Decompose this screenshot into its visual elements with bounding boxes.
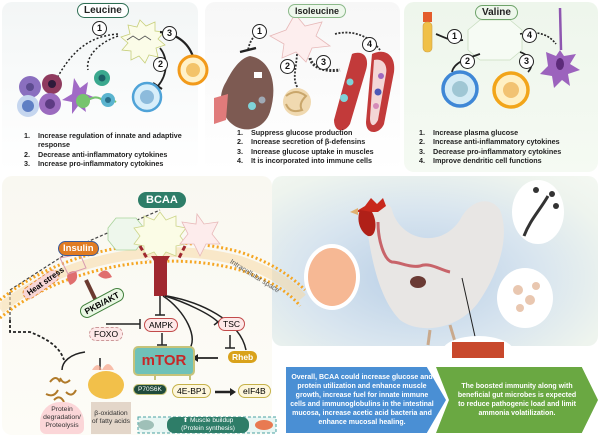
bcaa-molecules — [107, 211, 221, 261]
p70s6k-label: P70S6K — [133, 384, 167, 395]
orange-cell-icon — [177, 54, 209, 86]
liver-icon — [214, 56, 274, 130]
isoleucine-effects-list: 1.Suppress glucose production 2.Increase… — [237, 128, 402, 166]
step-2-badge: 2 — [280, 59, 295, 74]
protein-fragments-icon — [45, 377, 77, 403]
chicken-icon — [350, 198, 504, 351]
isoleucine-arrow-1 — [247, 31, 266, 51]
valine-title: Valine — [475, 5, 518, 20]
list-item: 4.Improve dendritic cell functions — [419, 156, 542, 166]
summary-blue-box: Overall, BCAA could increase glucose and… — [286, 367, 446, 433]
test-tube-icon — [422, 12, 433, 53]
bcaa-label: BCAA — [138, 192, 186, 208]
list-item: 1.Increase plasma glucose — [419, 128, 519, 137]
step-3-badge: 3 — [162, 26, 177, 41]
dendritic-cell-icon — [540, 7, 580, 88]
isoleucine-arrow-4 — [334, 31, 381, 51]
list-item: 4.It is incorporated into immune cells — [237, 156, 373, 166]
step-1-badge: 1 — [92, 21, 107, 36]
isoleucine-arrow-2 — [293, 53, 299, 89]
bcaa-receptor — [154, 256, 167, 296]
step-3-badge: 3 — [316, 55, 331, 70]
rheb-label: Rheb — [228, 351, 258, 363]
fat-cells-icon — [88, 364, 124, 399]
step-1-badge: 1 — [447, 29, 462, 44]
leucine-effects-list: 1.Increase regulation of innate and adap… — [24, 131, 194, 169]
step-2-badge: 2 — [153, 57, 168, 72]
step-2-badge: 2 — [460, 54, 475, 69]
list-item: 3.Increase pro-inflammatory cytokines — [24, 159, 164, 169]
muscle-buildup-label: ⬆ Muscle buildup (Protein synthesis) — [167, 417, 249, 433]
defensin-protein-icon — [283, 88, 311, 116]
protein-degradation-label: Protein degradation/ Proteolysis — [40, 402, 84, 434]
summary-green-box: The boosted immunity along with benefici… — [436, 367, 598, 433]
list-item: 3.Decrease pro-inflammatory cytokines — [419, 146, 562, 156]
eif4b-label: eIF4B — [238, 384, 271, 398]
ampk-label: AMPK — [144, 318, 179, 332]
list-item: 2.Increase secretion of β-defensins — [237, 137, 366, 147]
intestine-tissue-icon — [442, 336, 514, 368]
list-item: 2.Decrease anti-inflammatory cytokines — [24, 149, 168, 159]
valine-molecule-icon — [467, 19, 523, 61]
step-1-badge: 1 — [252, 24, 267, 39]
isoleucine-title: Isoleucine — [288, 4, 347, 18]
list-item: 3.Increase glucose uptake in muscles — [237, 146, 374, 156]
insulin-label: Insulin — [58, 241, 99, 256]
valine-effects-list: 1.Increase plasma glucose 2.Increase ant… — [419, 128, 599, 166]
muscle-icon — [334, 52, 368, 131]
heat-stress-arrow — [9, 320, 65, 361]
blood-vessel-icon — [366, 51, 395, 132]
leucine-arrow-1b — [86, 35, 119, 71]
breast-meat-icon — [304, 244, 360, 310]
immune-cells-icon — [17, 70, 117, 117]
list-item: 1.Suppress glucose production — [237, 128, 353, 137]
leucine-molecule-icon — [120, 19, 166, 64]
feathers-icon — [512, 180, 564, 244]
blue-cell-icon — [131, 81, 163, 113]
blue-cell-icon — [441, 70, 479, 108]
step-4-badge: 4 — [362, 37, 377, 52]
list-item: 2.Increase anti-inflammatory cytokines — [419, 137, 560, 147]
tsc-label: TSC — [218, 317, 245, 331]
microbes-icon — [497, 268, 553, 328]
list-item: 1.Increase regulation of innate and adap… — [24, 131, 182, 150]
mtor-box: mTOR — [133, 346, 195, 376]
orange-cell-icon — [492, 71, 530, 109]
isoleucine-molecule-icon — [269, 13, 332, 63]
beta-oxidation-label: β-oxidation of fatty acids — [91, 402, 131, 434]
leucine-arrow-1a — [51, 33, 119, 89]
4e-bp1-label: 4E-BP1 — [172, 384, 212, 398]
leucine-title: Leucine — [77, 3, 129, 18]
foxo-label: FOXO — [89, 327, 124, 341]
step-3-badge: 3 — [519, 54, 534, 69]
step-4-badge: 4 — [522, 28, 537, 43]
